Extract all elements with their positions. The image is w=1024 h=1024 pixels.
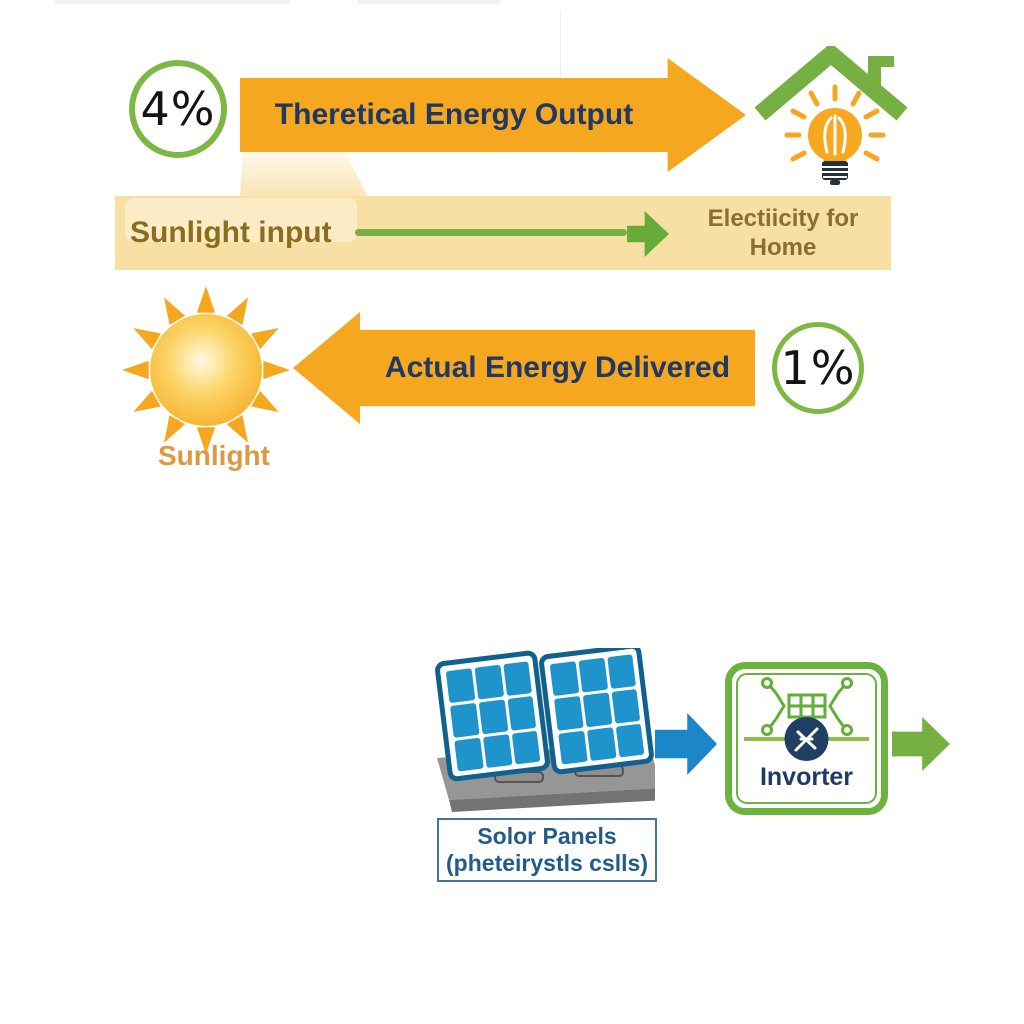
flow-line <box>355 229 627 236</box>
light-beam <box>240 152 368 197</box>
solar-panels-label-line2: (pheteirystls cslls) <box>446 850 648 876</box>
efficiency-4-value: 4% <box>140 82 216 136</box>
top-edge-artifact <box>357 0 500 4</box>
efficiency-1-value: 1% <box>780 341 856 395</box>
sun-icon <box>122 286 290 454</box>
solar-panels-label-box: Solor Panels (pheteirystls cslls) <box>437 818 657 882</box>
green-arrowhead-icon <box>627 211 669 257</box>
efficiency-1-badge: 1% <box>772 322 864 414</box>
inverter-circuit-icon <box>744 677 869 761</box>
sunlight-input-label: Sunlight input <box>130 216 332 249</box>
sunlight-label: Sunlight <box>158 440 270 471</box>
sunlight-band: Sunlight input Electiicity for Home <box>115 196 891 270</box>
electricity-for-home-label: Electiicity for Home <box>707 205 859 261</box>
blue-arrow-icon <box>655 713 717 775</box>
actual-delivered-arrow: Actual Energy Delivered <box>293 312 755 424</box>
solar-panels-label-line1: Solor Panels <box>477 823 617 849</box>
house-roof-icon <box>754 46 908 185</box>
actual-delivered-label: Actual Energy Delivered <box>384 351 731 384</box>
efficiency-4-badge: 4% <box>129 60 227 158</box>
lightbulb-icon <box>784 84 886 185</box>
theoretical-output-label: Theretical Energy Output <box>274 98 634 131</box>
top-edge-artifact <box>55 0 290 4</box>
band-highlight <box>125 198 357 242</box>
solar-panels-icon <box>425 648 655 812</box>
inverter-box: Invorter <box>725 662 888 815</box>
inverter-label: Invorter <box>759 763 854 791</box>
faint-background-box <box>243 10 561 78</box>
green-arrow-icon <box>892 717 950 771</box>
